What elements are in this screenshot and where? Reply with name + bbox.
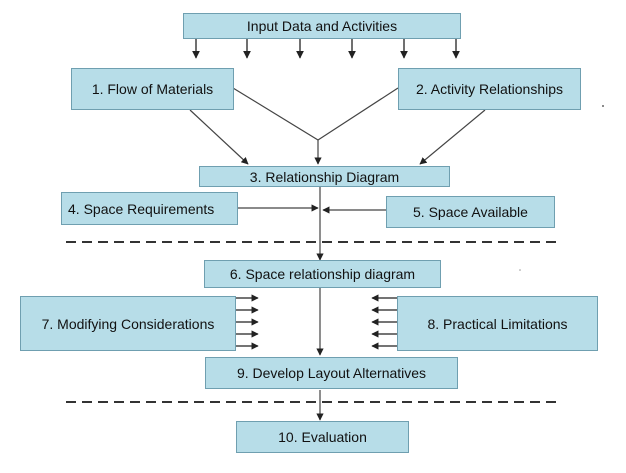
stray-dot — [519, 269, 521, 271]
stray-dot — [602, 105, 604, 107]
activity-to-junction-line — [317, 87, 399, 141]
box-activity-relationships: 2. Activity Relationships — [398, 68, 581, 110]
flow-to-relationship-arrow — [189, 109, 249, 165]
box-input-data: Input Data and Activities — [183, 13, 461, 39]
box-practical-limitations: 8. Practical Limitations — [397, 296, 598, 351]
box-space-relationship-diagram: 6. Space relationship diagram — [204, 260, 441, 288]
box-develop-layout-alternatives: 9. Develop Layout Alternatives — [205, 357, 458, 389]
box-modifying-considerations: 7. Modifying Considerations — [20, 296, 236, 351]
flow-to-junction-line — [232, 87, 319, 141]
input-arrows — [192, 38, 460, 59]
box-space-requirements: 4. Space Requirements — [61, 192, 238, 225]
box-flow-of-materials: 1. Flow of Materials — [71, 68, 234, 110]
box-space-available: 5. Space Available — [386, 196, 555, 228]
activity-to-relationship-arrow — [419, 109, 486, 165]
box-evaluation: 10. Evaluation — [236, 421, 409, 453]
box-relationship-diagram: 3. Relationship Diagram — [199, 166, 450, 187]
